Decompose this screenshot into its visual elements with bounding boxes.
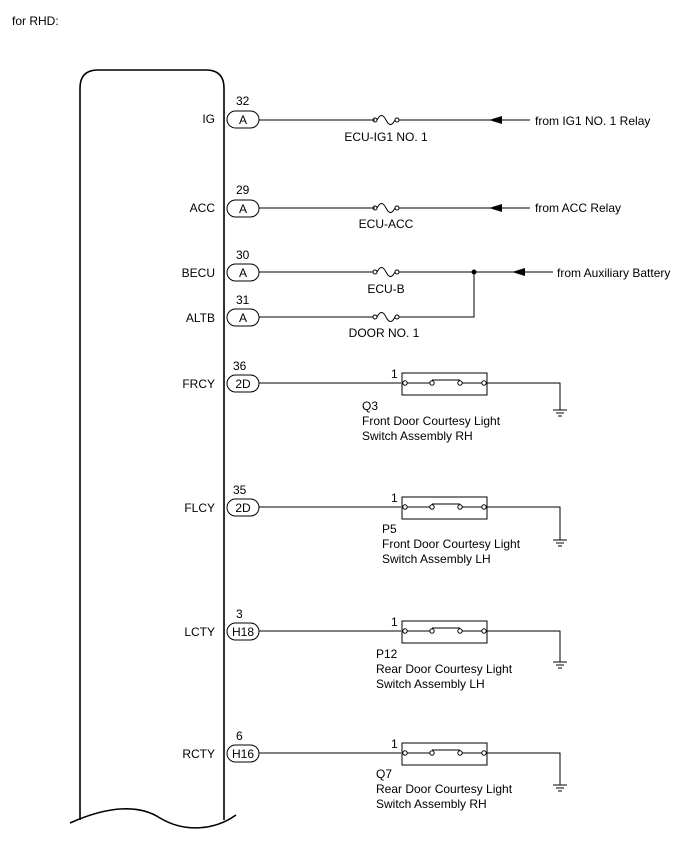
pin-number: 6 — [236, 729, 243, 743]
switch-q3: 1 Q3 Front Door Courtesy Light Switch As… — [362, 367, 501, 443]
ecu-body-break — [69, 808, 237, 829]
switch-q7: 1 Q7 Rear Door Courtesy Light Switch Ass… — [376, 737, 513, 811]
diagram-caption: for RHD: — [12, 14, 59, 28]
wire — [487, 506, 561, 540]
connector-label: A — [239, 266, 247, 280]
switch-code: P5 — [382, 522, 397, 536]
fuse-label: ECU-ACC — [359, 217, 414, 231]
switch-desc-line2: Switch Assembly LH — [382, 552, 491, 566]
pin-number: 29 — [236, 183, 250, 197]
ground-icon — [553, 661, 567, 669]
fuse-label: ECU-IG1 NO. 1 — [344, 130, 428, 144]
pin-lcty: LCTY 3 H18 — [184, 607, 260, 641]
wire — [399, 272, 475, 318]
pin-name: FRCY — [182, 377, 215, 391]
pin-number: 35 — [233, 483, 247, 497]
switch-desc-line1: Rear Door Courtesy Light — [376, 662, 513, 676]
switch-code: P12 — [376, 647, 398, 661]
ground-icon — [553, 409, 567, 417]
switch-box — [401, 372, 488, 396]
pin-number: 32 — [236, 94, 250, 108]
pin-name: RCTY — [182, 747, 215, 761]
pin-ig: IG 32 A — [202, 94, 260, 129]
switch-code: Q7 — [376, 767, 392, 781]
source-label: from ACC Relay — [535, 201, 621, 215]
switch-box — [401, 620, 488, 644]
arrow-icon — [489, 116, 502, 124]
pin-flcy: FLCY 35 2D — [184, 483, 260, 517]
connector-label: 2D — [235, 501, 251, 515]
switch-desc-line2: Switch Assembly RH — [376, 797, 487, 811]
pin-name: LCTY — [184, 625, 215, 639]
wire — [487, 382, 561, 410]
switch-desc-line1: Rear Door Courtesy Light — [376, 782, 513, 796]
switch-box — [401, 496, 488, 520]
pin-number: 30 — [236, 248, 250, 262]
wire — [487, 630, 561, 662]
switch-code: Q3 — [362, 399, 378, 413]
pin-altb: ALTB 31 A — [186, 293, 260, 327]
switch-desc-line1: Front Door Courtesy Light — [382, 537, 521, 551]
arrow-icon — [512, 268, 525, 276]
switch-pin: 1 — [391, 491, 398, 505]
switch-pin: 1 — [391, 737, 398, 751]
switch-p5: 1 P5 Front Door Courtesy Light Switch As… — [382, 491, 521, 566]
pin-name: IG — [202, 112, 215, 126]
switch-box — [401, 742, 488, 766]
pin-name: FLCY — [184, 501, 215, 515]
switch-p12: 1 P12 Rear Door Courtesy Light Switch As… — [376, 615, 513, 691]
arrow-icon — [489, 204, 502, 212]
switch-pin: 1 — [391, 367, 398, 381]
connector-label: A — [239, 311, 247, 325]
connector-label: 2D — [235, 377, 251, 391]
pin-name: ACC — [190, 201, 216, 215]
pin-number: 36 — [233, 359, 247, 373]
pin-becu: BECU 30 A — [182, 248, 260, 282]
fuse-label: ECU-B — [367, 282, 404, 296]
wire — [487, 752, 561, 785]
pin-number: 31 — [236, 293, 250, 307]
switch-pin: 1 — [391, 615, 398, 629]
switch-desc-line2: Switch Assembly LH — [376, 677, 485, 691]
pin-name: ALTB — [186, 311, 215, 325]
pin-number: 3 — [236, 607, 243, 621]
pin-name: BECU — [182, 266, 215, 280]
pin-rcty: RCTY 6 H16 — [182, 729, 260, 763]
connector-label: A — [239, 202, 247, 216]
source-label: from IG1 NO. 1 Relay — [535, 114, 650, 128]
switch-desc-line1: Front Door Courtesy Light — [362, 414, 501, 428]
ecu-body-outline — [79, 69, 225, 820]
fuse-label: DOOR NO. 1 — [349, 326, 420, 340]
switch-desc-line2: Switch Assembly RH — [362, 429, 473, 443]
connector-label: H16 — [232, 747, 254, 761]
source-label: from Auxiliary Battery — [557, 266, 670, 280]
ground-icon — [553, 784, 567, 792]
connector-label: A — [239, 113, 247, 127]
pin-frcy: FRCY 36 2D — [182, 359, 260, 393]
connector-label: H18 — [232, 625, 254, 639]
ground-icon — [553, 539, 567, 547]
